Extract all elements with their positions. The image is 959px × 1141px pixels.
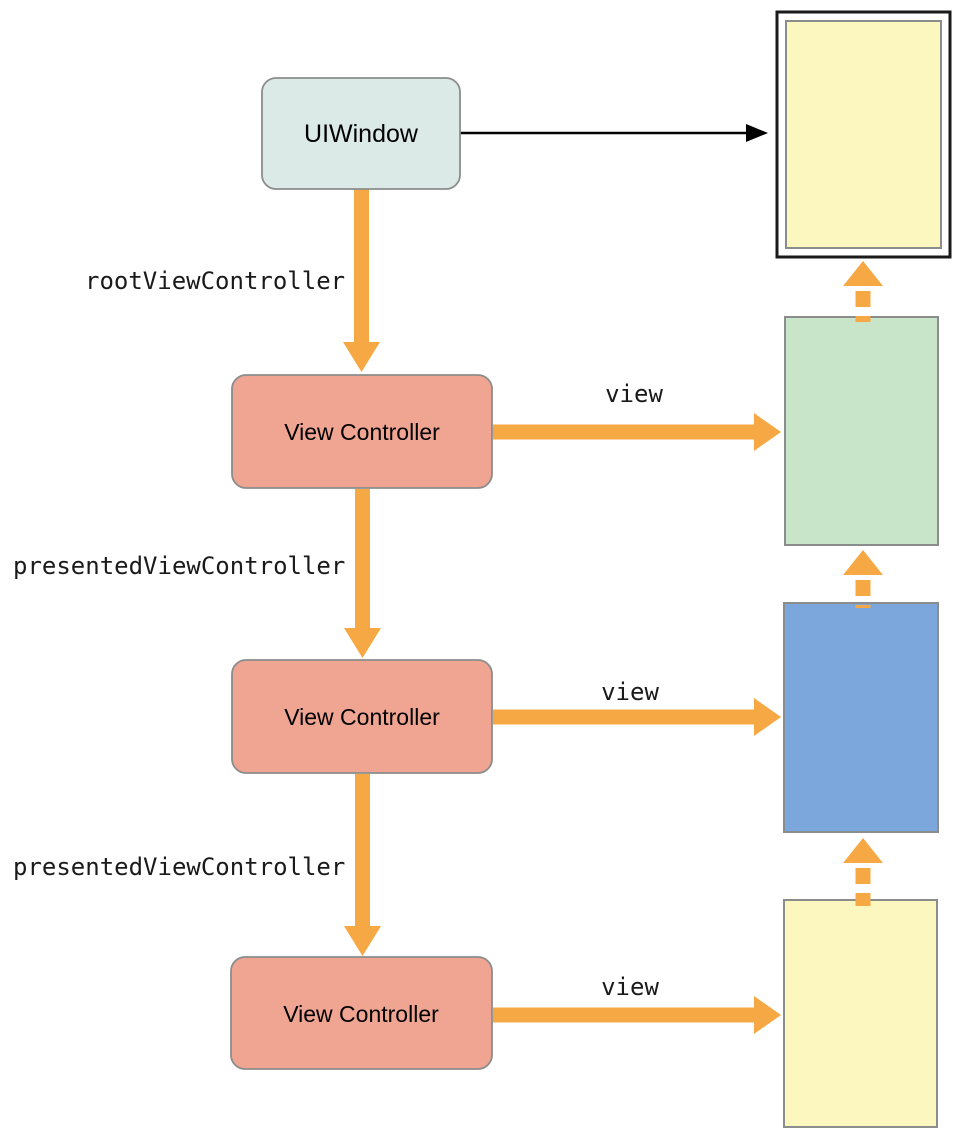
view-arrow-1 — [493, 413, 781, 451]
view-arrow-2-shaft — [493, 709, 755, 725]
view-arrowhead-1 — [754, 413, 781, 451]
presented-view-controller-label-1: presentedViewController — [13, 552, 345, 580]
root-view-box — [784, 316, 939, 546]
presented-view-controller-arrow-1 — [344, 489, 381, 658]
window-view-box — [785, 20, 942, 249]
view-controller-label-1: View Controller — [284, 419, 440, 445]
view-controller-box-1 — [231, 374, 493, 489]
presented-view-box-1 — [783, 602, 939, 833]
view-arrowhead-3 — [754, 996, 781, 1034]
view-controller-label-3: View Controller — [283, 1001, 439, 1027]
view-attach-arrowhead-1 — [843, 261, 883, 286]
presented-view-box-2 — [783, 899, 938, 1128]
view-arrow-1-shaft — [493, 424, 755, 440]
view-attach-arrowhead-3 — [843, 838, 883, 863]
view-attach-arrow-3 — [843, 838, 883, 906]
root-view-controller-label: rootViewController — [85, 267, 345, 295]
view-controller-box-3 — [230, 956, 493, 1070]
presented-view-controller-arrow-2-shaft — [355, 774, 370, 926]
view-attach-arrow-1 — [843, 261, 883, 322]
view-controller-box-2 — [231, 659, 493, 774]
uiwindow-label: UIWindow — [304, 120, 419, 148]
root-view-controller-arrow-shaft — [354, 189, 369, 342]
presented-view-controller-arrow-2 — [344, 774, 381, 956]
view-attach-arrowhead-2 — [843, 550, 883, 575]
uiwindow-box — [261, 77, 461, 190]
view-arrow-2 — [493, 698, 781, 736]
window-to-screen-arrowhead — [746, 124, 768, 142]
view-controller-label-2: View Controller — [284, 704, 440, 730]
window-to-screen-arrow — [460, 124, 768, 142]
view-label-1: view — [605, 380, 663, 408]
root-view-controller-arrowhead — [343, 342, 380, 372]
presented-view-controller-arrowhead-2 — [344, 926, 381, 956]
root-view-controller-arrow — [343, 189, 380, 372]
view-label-2: view — [601, 678, 659, 706]
presented-view-controller-arrowhead-1 — [344, 628, 381, 658]
view-arrow-3-shaft — [493, 1007, 755, 1023]
view-arrow-3 — [493, 996, 781, 1034]
presented-view-controller-label-2: presentedViewController — [13, 853, 345, 881]
view-attach-arrow-2 — [843, 550, 883, 608]
view-arrowhead-2 — [754, 698, 781, 736]
view-label-3: view — [601, 973, 659, 1001]
presented-view-controller-arrow-1-shaft — [355, 489, 370, 628]
